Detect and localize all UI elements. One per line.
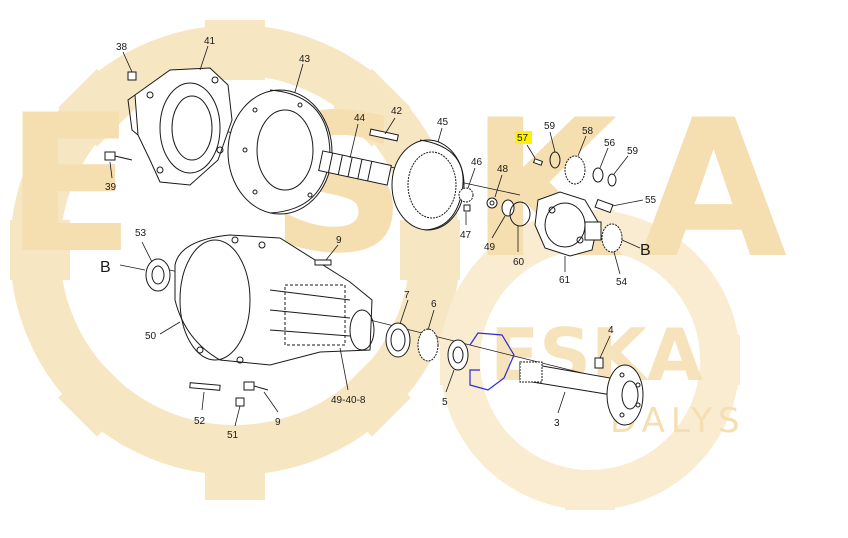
part-43-disc (227, 89, 333, 215)
callout-58: 58 (582, 126, 594, 137)
callout-57: 57 (517, 133, 529, 144)
callout-49-40-8: 49-40-8 (331, 395, 366, 406)
part-56-ring (592, 167, 604, 183)
callout-41: 41 (204, 36, 216, 47)
part-50-axle-housing (174, 234, 375, 366)
part-59-ring-b (607, 173, 617, 187)
part-9-bolt-lower (243, 381, 269, 391)
callout-54: 54 (616, 277, 628, 288)
callout-61: 61 (559, 275, 571, 286)
part-57-pin (532, 158, 544, 166)
callout-49: 49 (484, 242, 496, 253)
callout-44: 44 (354, 113, 366, 124)
part-49-60-rings (501, 199, 531, 227)
watermark: E S K A ESKA DALYS (5, 20, 787, 510)
section-mark-b-right: B (640, 242, 651, 259)
part-53-seal (145, 258, 171, 292)
part-45-ring-gear (391, 139, 465, 231)
callout-46: 46 (471, 157, 483, 168)
section-mark-b-left: B (100, 259, 111, 276)
selection-outline[interactable] (469, 332, 515, 391)
part-55-sleeve (594, 198, 614, 214)
callout-57-highlight (515, 131, 532, 144)
callout-9-upper: 9 (336, 235, 342, 246)
part-7-ring (385, 322, 411, 358)
leader-lines (109, 45, 644, 427)
part-46-47-small-gear (458, 187, 474, 212)
callout-42: 42 (391, 106, 403, 117)
callout-labels: 38 41 43 39 44 42 45 46 47 48 49 60 57 5… (100, 36, 657, 441)
callout-43: 43 (299, 54, 311, 65)
part-9-bolt-upper (314, 259, 332, 266)
callout-53: 53 (135, 228, 147, 239)
callout-38: 38 (116, 42, 128, 53)
callout-59-b: 59 (627, 146, 639, 157)
part-6-gear (417, 328, 439, 362)
callout-50: 50 (145, 331, 157, 342)
callout-7: 7 (404, 290, 410, 301)
callout-52: 52 (194, 416, 206, 427)
part-4-nut (594, 357, 604, 369)
part-54-bearing (601, 223, 623, 253)
callout-45: 45 (437, 117, 449, 128)
part-44-splined-shaft (318, 150, 392, 186)
part-41-flange-housing (127, 67, 233, 186)
callout-59-a: 59 (544, 121, 556, 132)
callout-55: 55 (645, 195, 657, 206)
part-3-axle-shaft (519, 361, 644, 426)
part-51-nut (235, 397, 245, 407)
part-42-pin (369, 128, 399, 142)
callout-39: 39 (105, 182, 117, 193)
callout-6: 6 (431, 299, 437, 310)
callout-4: 4 (608, 325, 614, 336)
callout-60: 60 (513, 257, 525, 268)
watermark-letter-e: E (5, 74, 135, 295)
callout-48: 48 (497, 164, 509, 175)
callout-47: 47 (460, 230, 472, 241)
callout-5: 5 (442, 397, 448, 408)
callout-9-lower: 9 (275, 417, 281, 428)
watermark-gear-left (10, 20, 460, 500)
callout-56: 56 (604, 138, 616, 149)
callout-3: 3 (554, 418, 560, 429)
part-61-carrier (534, 191, 602, 257)
part-5-bearing (447, 339, 469, 371)
part-58-bearing (564, 155, 586, 185)
part-38-bolt (127, 71, 137, 81)
part-39-bolt (104, 151, 133, 161)
part-52-stud (189, 382, 221, 391)
callout-51: 51 (227, 430, 239, 441)
part-48-washer (486, 197, 498, 209)
watermark-letter-a: A (640, 79, 787, 300)
